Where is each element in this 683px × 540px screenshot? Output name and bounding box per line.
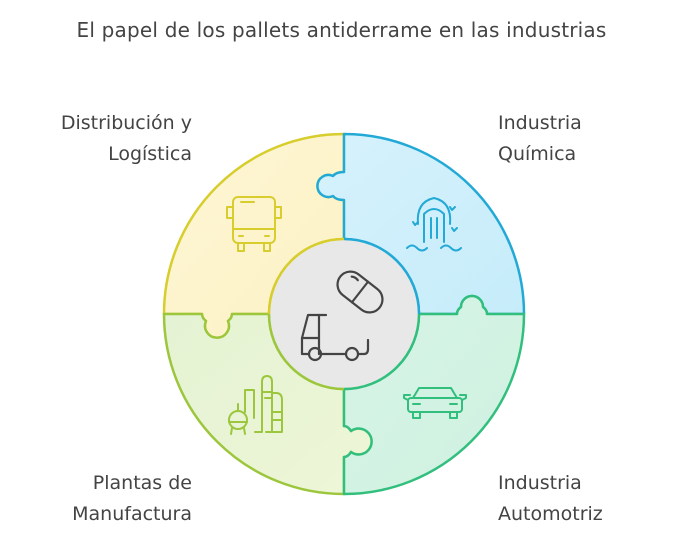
refinery-icon — [228, 375, 283, 435]
label-line: Industria — [498, 112, 582, 134]
label-industria-quimica: Industria Química — [498, 108, 680, 170]
label-line: Manufactura — [72, 503, 192, 525]
car-icon — [403, 387, 467, 419]
label-line: Distribución y — [60, 112, 192, 134]
label-line: Logística — [108, 143, 192, 165]
quadrant-industria-automotriz — [342, 294, 526, 496]
center-circle — [269, 239, 419, 389]
bus-icon — [226, 196, 282, 252]
label-distribucion-logistica: Distribución y Logística — [10, 108, 192, 170]
label-line: Industria — [498, 472, 582, 494]
diagram-title: El papel de los pallets antiderrame en l… — [76, 18, 607, 42]
label-industria-automotriz: Industria Automotriz — [498, 468, 680, 530]
label-line: Plantas de — [92, 472, 192, 494]
chemical-drain-icon — [406, 197, 462, 252]
truck-and-capsule-icon — [300, 270, 384, 362]
label-line: Automotriz — [498, 503, 603, 525]
label-line: Química — [498, 143, 577, 165]
label-plantas-manufactura: Plantas de Manufactura — [10, 468, 192, 530]
